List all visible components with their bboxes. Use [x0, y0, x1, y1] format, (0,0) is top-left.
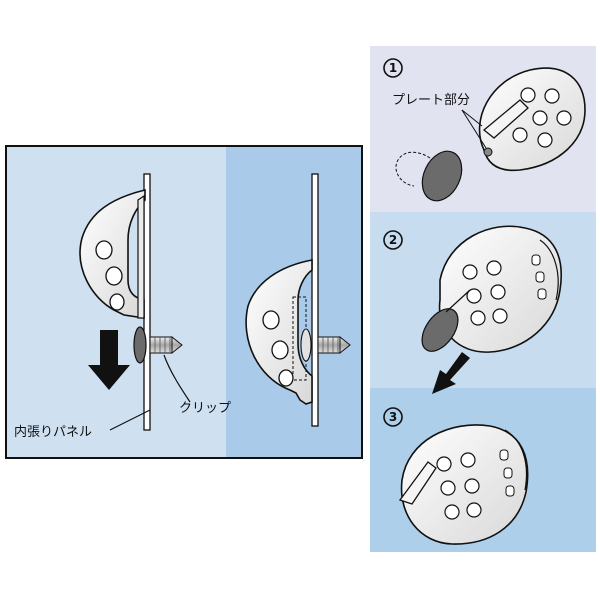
right-scene	[245, 173, 351, 427]
panel-leader	[109, 409, 151, 431]
tool-grip	[503, 467, 513, 479]
steps-column: 1 2 3 プレート部分	[370, 46, 596, 552]
plate-step2	[421, 308, 459, 352]
tool-grip	[535, 271, 545, 283]
svg-text:1: 1	[389, 61, 397, 75]
plate-label: プレート部分	[392, 93, 470, 108]
tool-hole	[460, 452, 476, 468]
tool-hole	[512, 127, 528, 143]
tool-hole	[486, 260, 502, 276]
tool-grip	[537, 288, 547, 300]
step-number-2: 2	[383, 230, 403, 250]
clip-head-left	[133, 326, 147, 364]
inner-panel-right	[311, 173, 319, 427]
tool-tip-step1	[483, 147, 493, 157]
svg-text:3: 3	[389, 410, 397, 424]
tool-hole	[470, 310, 486, 326]
tool-hole	[520, 87, 536, 103]
tool-hole	[544, 88, 560, 104]
plate-leader-2	[461, 109, 487, 149]
tool-grip	[505, 485, 515, 497]
side-view-frame	[5, 145, 363, 459]
tool-grip	[499, 449, 509, 461]
clip-label: クリップ	[179, 401, 231, 416]
plate-leader-1	[461, 109, 483, 127]
tool-hole	[556, 110, 572, 126]
tool-hole	[271, 340, 289, 360]
tool-hole	[492, 308, 508, 324]
tool-hole	[537, 132, 553, 148]
tool-plate-step3	[398, 461, 437, 505]
removal-tool-right	[245, 259, 313, 405]
tool-hole	[262, 310, 280, 330]
step3-illustration	[398, 424, 529, 545]
pull-down-arrow	[88, 330, 130, 390]
tool-hole	[444, 504, 460, 520]
removal-tool-left	[79, 188, 146, 319]
tool-hole	[440, 480, 456, 496]
slide-arrow-step2	[432, 352, 470, 394]
tool-plate-left	[137, 194, 145, 319]
plate-ghost-outline	[395, 151, 431, 187]
clip-head-right	[300, 328, 312, 362]
tool-hole	[95, 240, 113, 260]
tool-plate-step1	[482, 99, 529, 139]
step1-illustration: プレート部分	[392, 67, 586, 202]
panel-label: 内張りパネル	[14, 424, 92, 440]
tool-hole	[109, 293, 125, 311]
step-number-3: 3	[383, 407, 403, 427]
tool-hole	[462, 264, 478, 280]
tool-hole	[278, 369, 294, 387]
tool-hole	[466, 288, 482, 304]
tool-grip	[531, 254, 541, 266]
step-number-1: 1	[383, 58, 403, 78]
hidden-plate-outline	[292, 296, 307, 381]
tool-hole	[436, 456, 452, 472]
clip-screw-right	[317, 335, 351, 355]
svg-text:2: 2	[389, 233, 397, 247]
tool-hole	[490, 284, 506, 300]
inner-panel-left	[143, 173, 151, 431]
clip-leader	[163, 354, 191, 403]
side-view-panel: クリップ 内張りパネル	[5, 145, 363, 459]
step2-illustration	[421, 225, 562, 394]
tool-hole	[464, 478, 480, 494]
tool-hole	[532, 110, 548, 126]
left-scene: クリップ 内張りパネル	[14, 173, 231, 440]
tool-hole	[105, 266, 123, 286]
clip-screw-left	[149, 335, 183, 355]
tool-hole	[466, 502, 482, 518]
separated-plate-step1	[421, 150, 463, 202]
